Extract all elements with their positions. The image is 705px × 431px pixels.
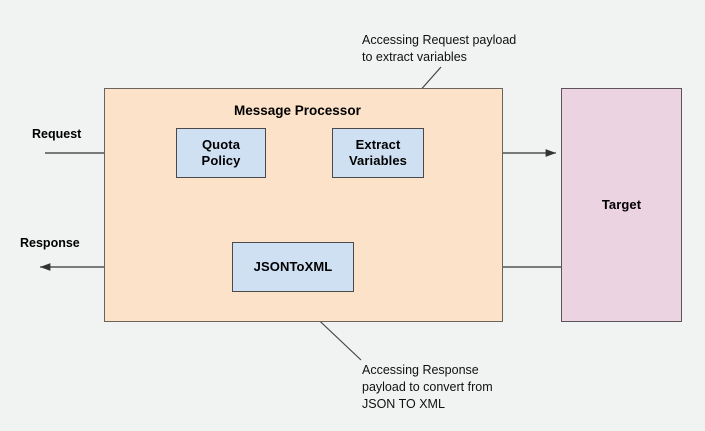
- node-quota-policy-label: Quota Policy: [201, 136, 241, 168]
- node-target-label: Target: [601, 196, 642, 212]
- label-request: Request: [32, 127, 82, 141]
- message-processor-title: Message Processor: [234, 103, 361, 118]
- node-extract-variables-label: Extract Variables: [349, 136, 407, 168]
- annotation-request-payload: Accessing Request payload to extract var…: [362, 33, 517, 64]
- node-jsontoxml-label: JSONToXML: [253, 258, 333, 274]
- annotation-response-payload: Accessing Response payload to convert fr…: [362, 363, 493, 411]
- label-response: Response: [20, 236, 80, 250]
- node-quota-policy[interactable]: Quota Policy: [176, 128, 266, 178]
- node-target[interactable]: Target: [561, 88, 682, 322]
- node-jsontoxml[interactable]: JSONToXML: [232, 242, 354, 292]
- node-extract-variables[interactable]: Extract Variables: [332, 128, 424, 178]
